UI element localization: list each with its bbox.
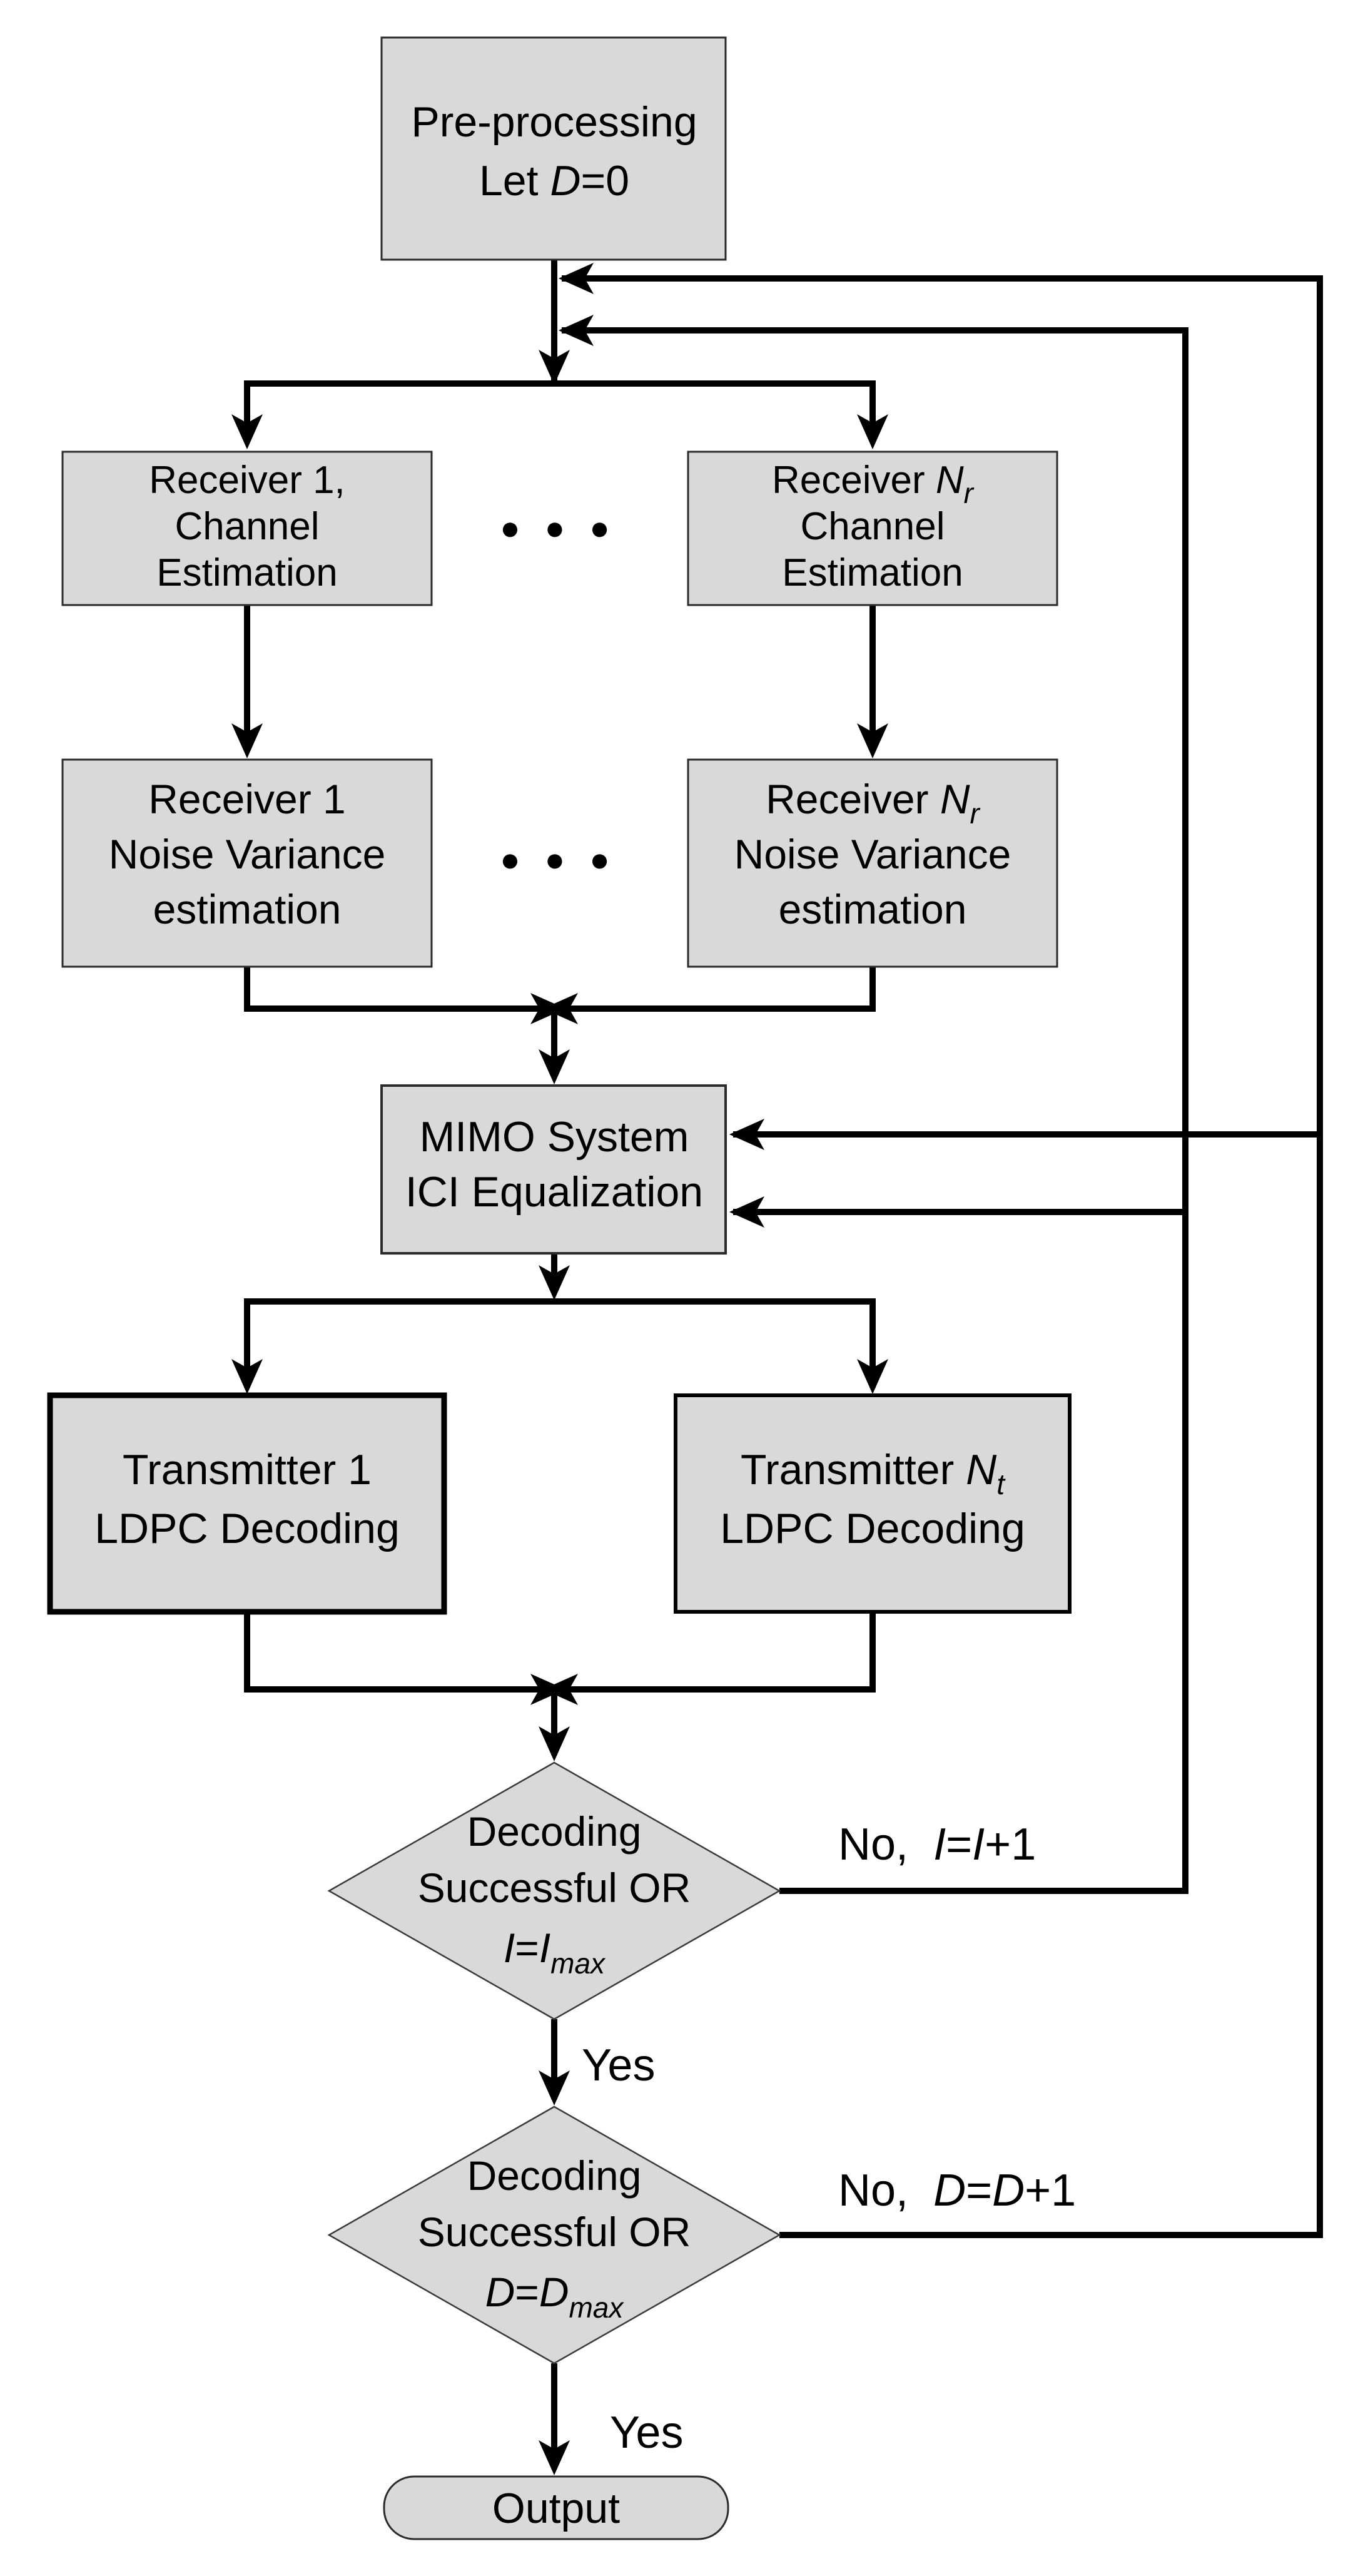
edge-outer-loop-delay [562, 275, 1323, 2238]
decision-iteration-line1: Decoding [467, 1808, 642, 1855]
node-receiverN-channel-box [687, 451, 1058, 606]
arrowhead-into-decision-iteration [539, 1726, 570, 1761]
receiverN-noise-line3: estimation [779, 886, 967, 932]
node-receiver1-channel-box [61, 451, 433, 606]
receiver1-noise-line1: Receiver 1 [148, 776, 345, 822]
node-output: Output [383, 2475, 729, 2540]
ellipsis-dots-channel-row: ● ● ● [500, 509, 617, 547]
transmitter1-line1: Transmitter 1 [123, 1446, 372, 1494]
label-yes-delay: Yes [610, 2408, 683, 2458]
label-no-iteration: No, I=I+1 [838, 1820, 1036, 1870]
arrowhead-into-transmitterN [857, 1359, 888, 1394]
arrowhead-inner-loop-into-top-merge [559, 315, 594, 346]
node-mimo: MIMO System ICI Equalization [380, 1084, 727, 1255]
output-label: Output [492, 2485, 620, 2532]
arrowhead-into-receiverN-noise [857, 723, 888, 758]
node-transmitter1-box [47, 1392, 447, 1615]
arrowhead-into-receiver1-channel [231, 414, 263, 449]
arrowhead-outer-loop-into-top-merge [559, 263, 594, 294]
arrowhead-merge-right-into-center [543, 993, 578, 1024]
decision-delay-line1: Decoding [467, 2152, 642, 2199]
node-output-pill [383, 2475, 729, 2540]
decision-iteration-condition: I=Imax [504, 1925, 606, 1980]
decision-iteration-line2: Successful OR [418, 1865, 691, 1911]
node-receiver1-noise-box [61, 758, 433, 968]
receiver1-channel-line3: Estimation [156, 551, 337, 594]
preprocessing-label-line1: Pre-processing [411, 98, 697, 146]
arrowhead-outer-into-mimo [729, 1119, 764, 1150]
transmitterN-line2: LDPC Decoding [720, 1505, 1025, 1552]
preprocessing-label-line2: Let D=0 [479, 157, 629, 205]
node-transmitterN: Transmitter Nt LDPC Decoding [674, 1393, 1072, 1614]
edge-split-bar-receivers [244, 380, 876, 442]
decision-iteration-diamond [327, 1761, 781, 2020]
arrowhead-inner-into-mimo [729, 1196, 764, 1228]
node-preprocessing: Pre-processing Let D=0 [380, 36, 727, 261]
arrowhead-into-transmitter-split-bar [539, 1265, 570, 1300]
node-receiverN-channel: Receiver Nr Channel Estimation [687, 451, 1058, 606]
decision-delay-condition: D=Dmax [485, 2269, 625, 2324]
node-receiver1-noise: Receiver 1 Noise Variance estimation [61, 758, 433, 968]
receiverN-channel-line3: Estimation [782, 551, 963, 594]
node-receiver1-channel: Receiver 1, Channel Estimation [61, 451, 433, 606]
decision-delay-diamond [327, 2105, 781, 2365]
receiverN-channel-line2: Channel [801, 505, 945, 548]
arrowhead-into-transmitter1 [231, 1359, 263, 1394]
decision-iteration: Decoding Successful OR I=Imax [327, 1761, 781, 2020]
arrowhead-txmerge-right-into-center [543, 1674, 578, 1705]
receiver1-channel-line1: Receiver 1, [149, 459, 345, 502]
node-transmitter1: Transmitter 1 LDPC Decoding [47, 1392, 447, 1615]
receiverN-channel-line1: Receiver Nr [772, 459, 975, 509]
receiverN-noise-line1: Receiver Nr [766, 776, 980, 830]
label-no-delay: No, D=D+1 [838, 2166, 1076, 2216]
decision-delay: Decoding Successful OR D=Dmax [327, 2105, 781, 2365]
receiver1-noise-line2: Noise Variance [109, 831, 386, 877]
receiver1-noise-line3: estimation [153, 886, 342, 932]
arrowhead-into-split-bar [539, 350, 570, 385]
mimo-line2: ICI Equalization [405, 1168, 703, 1216]
arrowhead-into-receiverN-channel [857, 414, 888, 449]
node-mimo-box [380, 1084, 727, 1255]
transmitterN-line1: Transmitter Nt [741, 1446, 1006, 1500]
node-receiverN-noise-box [687, 758, 1058, 968]
node-transmitterN-box [674, 1393, 1072, 1614]
edge-inner-loop-iteration [562, 327, 1188, 1894]
arrowhead-into-output [539, 2440, 570, 2475]
edge-split-bar-transmitters [244, 1298, 876, 1388]
edge-transmitter-merge-bar [244, 1612, 876, 1693]
receiverN-noise-line2: Noise Variance [734, 831, 1011, 877]
transmitter1-line2: LDPC Decoding [94, 1505, 400, 1552]
arrowhead-into-decision-delay [539, 2070, 570, 2105]
mimo-line1: MIMO System [420, 1113, 689, 1161]
receiver1-channel-line2: Channel [175, 505, 320, 548]
ellipsis-dots-noise-row: ● ● ● [500, 841, 617, 878]
node-receiverN-noise: Receiver Nr Noise Variance estimation [687, 758, 1058, 968]
arrowhead-into-receiver1-noise [231, 723, 263, 758]
arrowhead-into-mimo [539, 1049, 570, 1084]
decision-delay-line2: Successful OR [418, 2209, 691, 2255]
node-preprocessing-box [380, 36, 727, 261]
label-yes-iteration: Yes [582, 2040, 655, 2090]
